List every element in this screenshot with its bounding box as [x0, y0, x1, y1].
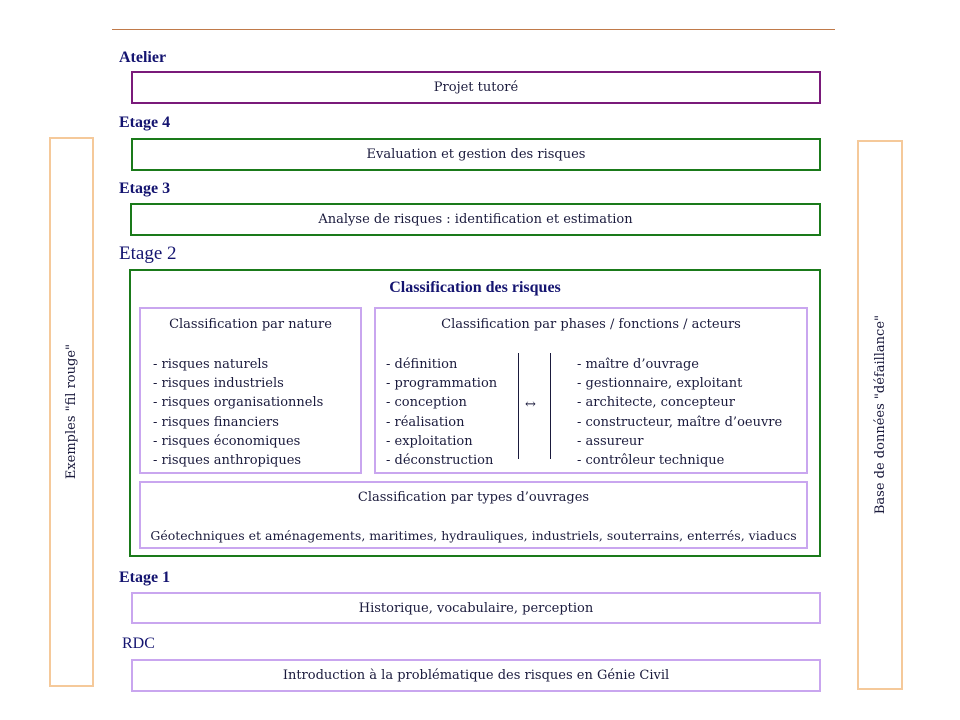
list-item: - risques financiers: [153, 414, 279, 430]
top-divider: [112, 29, 835, 30]
actors-list: - maître d’ouvrage - gestionnaire, explo…: [577, 355, 782, 470]
nature-box: Classification par nature - risques natu…: [139, 307, 362, 474]
etage3-box-text: Analyse de risques : identification et e…: [318, 212, 633, 227]
list-item: - déconstruction: [386, 453, 494, 469]
nature-heading: Classification par nature: [169, 317, 332, 332]
etage1-box-text: Historique, vocabulaire, perception: [358, 600, 594, 616]
etage2-title: Classification des risques: [389, 279, 561, 296]
list-item: - risques industriels: [153, 376, 284, 392]
phases-list: - définition - programmation - conceptio…: [386, 355, 497, 470]
etage4-box-text: Evaluation et gestion des risques: [366, 147, 586, 162]
list-item: - conception: [386, 395, 467, 411]
etage4-box: Evaluation et gestion des risques: [131, 138, 821, 171]
atelier-box-text: Projet tutoré: [433, 80, 519, 95]
list-item: - risques anthropiques: [153, 453, 302, 469]
bidirectional-arrow-icon: ↔: [525, 397, 536, 412]
list-item: - gestionnaire, exploitant: [577, 376, 743, 392]
list-item: - programmation: [386, 376, 498, 392]
list-item: - assureur: [577, 433, 644, 449]
divider-left: [518, 353, 519, 459]
list-item: - contrôleur technique: [577, 453, 725, 469]
list-item: - maître d’ouvrage: [577, 357, 700, 372]
atelier-box: Projet tutoré: [131, 71, 821, 104]
etage1-box: Historique, vocabulaire, perception: [131, 592, 821, 624]
etage2-container: Classification des risques Classificatio…: [129, 269, 821, 557]
list-item: - constructeur, maître d’oeuvre: [577, 414, 783, 430]
list-item: - architecte, concepteur: [577, 395, 735, 411]
ouvrages-heading: Classification par types d’ouvrages: [357, 490, 590, 505]
ouvrages-text: Géotechniques et aménagements, maritimes…: [150, 528, 797, 543]
etage1-label: Etage 1: [119, 569, 171, 586]
atelier-label: Atelier: [119, 49, 167, 66]
etage3-box: Analyse de risques : identification et e…: [130, 203, 821, 236]
ouvrages-box: Classification par types d’ouvrages Géot…: [139, 481, 808, 549]
rdc-box: Introduction à la problématique des risq…: [131, 659, 821, 692]
phases-heading: Classification par phases / fonctions / …: [441, 317, 741, 332]
list-item: - risques économiques: [153, 433, 301, 449]
divider-right: [550, 353, 551, 459]
list-item: - exploitation: [386, 433, 473, 449]
rdc-label: RDC: [122, 635, 155, 652]
rdc-box-text: Introduction à la problématique des risq…: [282, 668, 670, 683]
phases-box: Classification par phases / fonctions / …: [374, 307, 808, 474]
right-side-panel: Base de données "défaillance": [857, 140, 903, 690]
list-item: - risques naturels: [153, 357, 269, 372]
right-side-label: Base de données "défaillance": [872, 315, 888, 515]
etage4-label: Etage 4: [119, 114, 171, 131]
nature-list: - risques naturels - risques industriels…: [153, 355, 323, 470]
etage2-label: Etage 2: [119, 243, 177, 264]
left-side-panel: Exemples "fil rouge": [49, 137, 94, 687]
list-item: - définition: [386, 357, 458, 372]
list-item: - risques organisationnels: [153, 395, 324, 411]
list-item: - réalisation: [386, 414, 465, 430]
left-side-label: Exemples "fil rouge": [64, 344, 79, 480]
etage3-label: Etage 3: [119, 180, 171, 197]
